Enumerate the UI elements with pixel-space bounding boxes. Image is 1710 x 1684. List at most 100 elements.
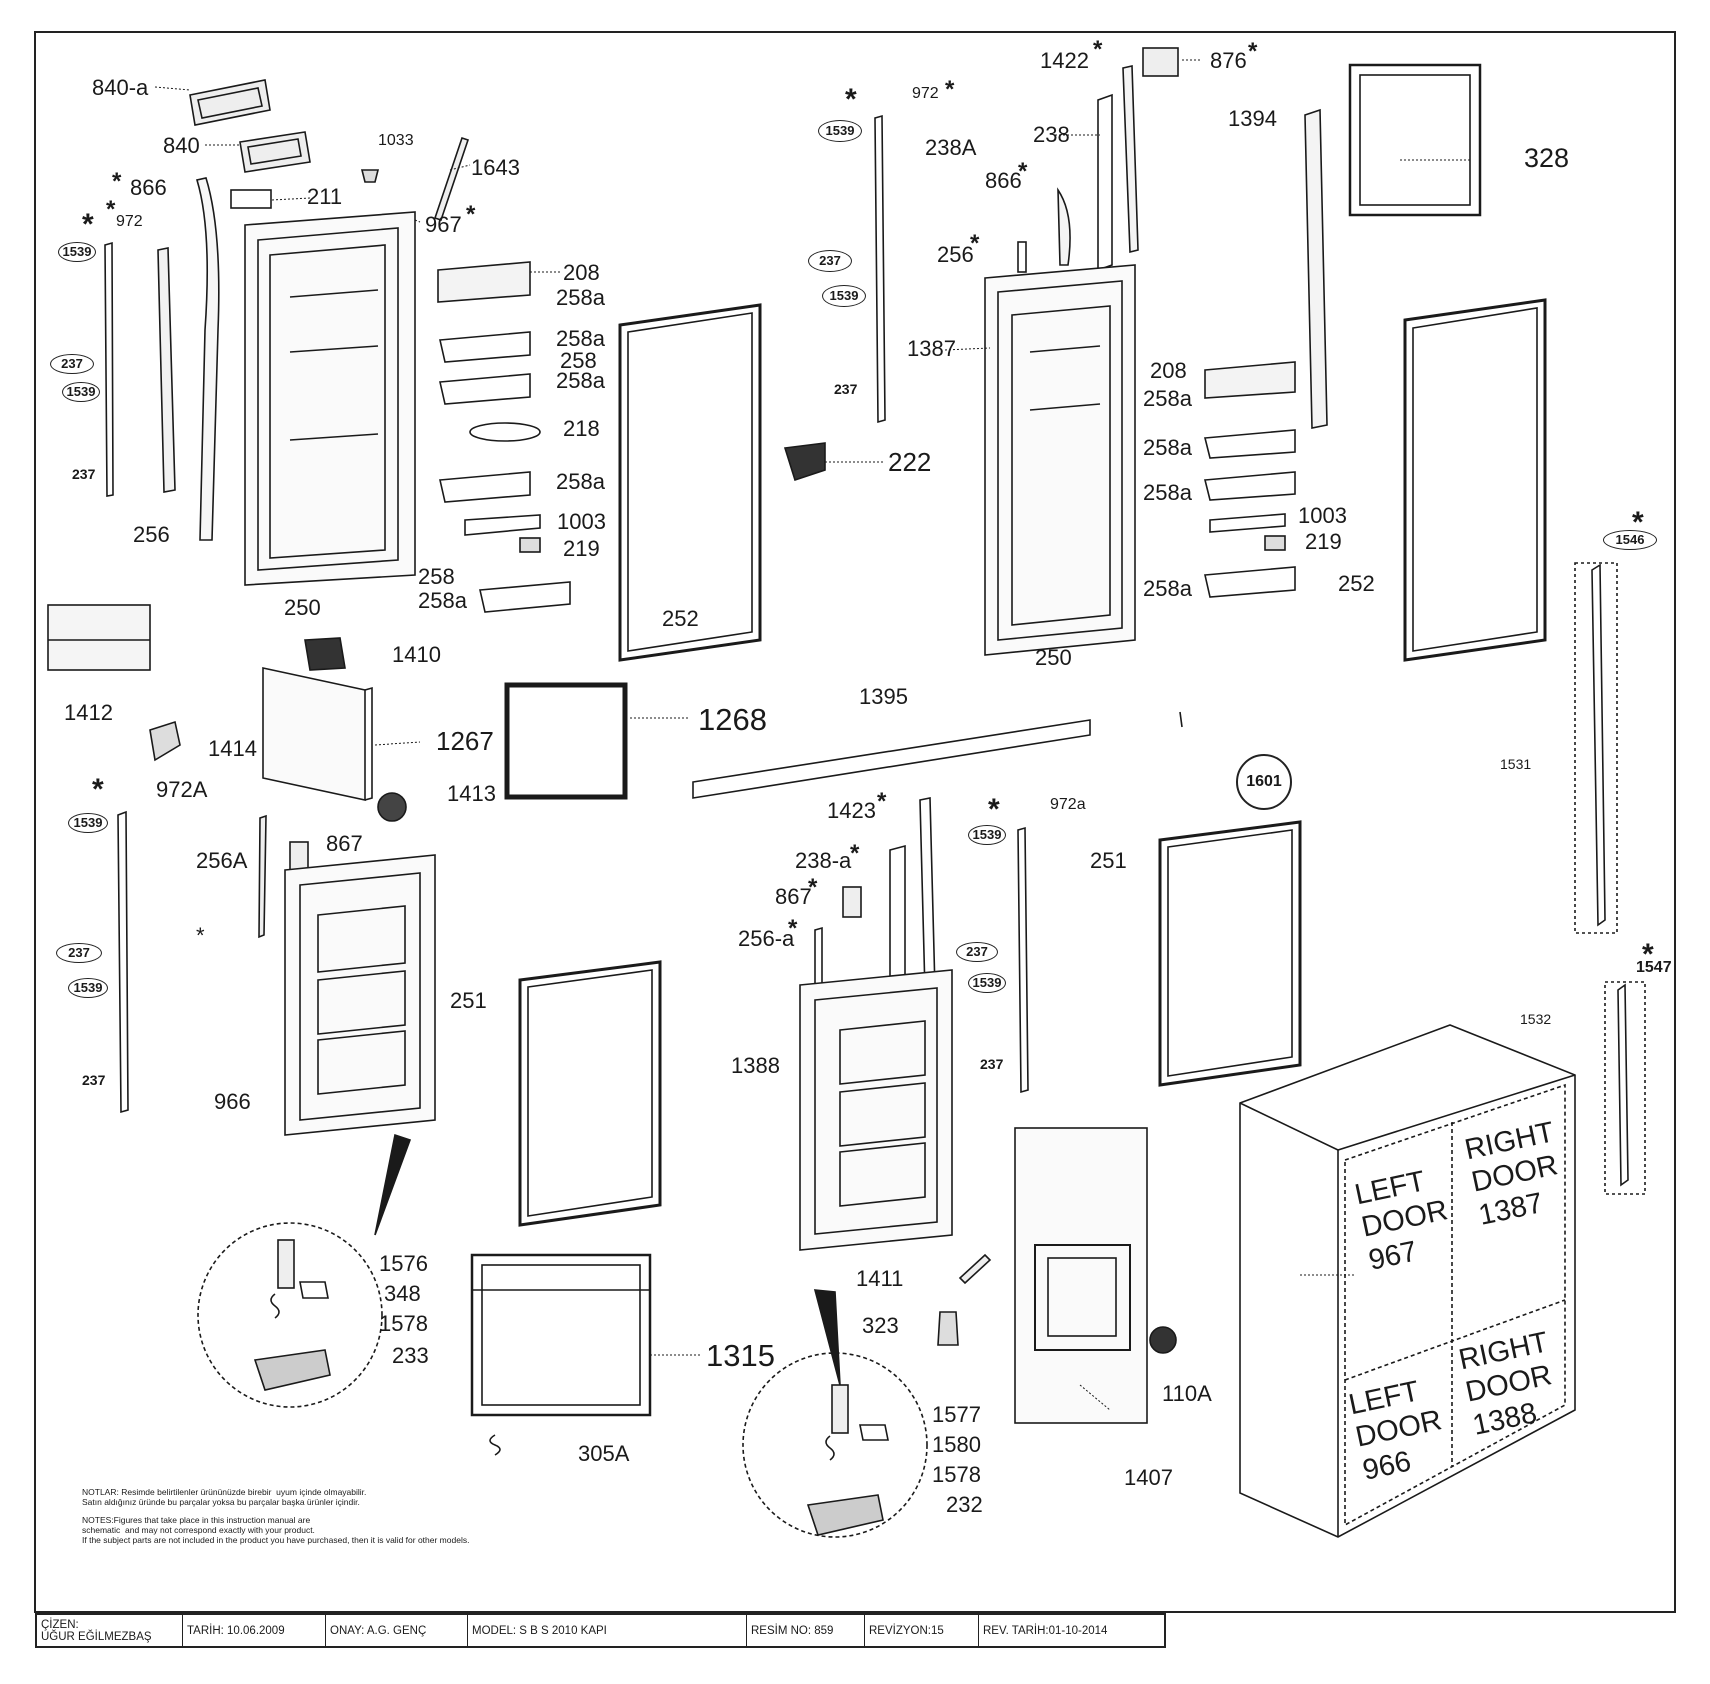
tray-1315 xyxy=(470,1253,652,1417)
callout-258a: 258a xyxy=(1143,576,1192,601)
model: MODEL: S B S 2010 KAPI xyxy=(468,1615,747,1646)
callout-1539: 1539 xyxy=(822,285,866,307)
callout-1532: 1532 xyxy=(1520,1011,1552,1027)
strip-972 xyxy=(104,241,114,497)
callout-256-a: 256-a xyxy=(738,926,795,951)
hinge-detail-left xyxy=(197,1133,412,1408)
trim-1643 xyxy=(433,136,470,222)
callout-1546: 1546 xyxy=(1603,530,1657,550)
approved: ONAY: A.G. GENÇ xyxy=(326,1615,468,1646)
callout-1422: 1422 xyxy=(1040,48,1089,73)
gasket-251-left xyxy=(518,960,662,1227)
part-323 xyxy=(937,1311,959,1346)
asterisk: * xyxy=(1093,36,1103,63)
door-1387 xyxy=(984,264,1136,656)
asterisk: * xyxy=(92,773,104,806)
drawing-no: RESİM NO: 859 xyxy=(747,1615,865,1646)
callout-218: 218 xyxy=(563,416,600,441)
callout-251: 251 xyxy=(450,988,487,1013)
callout-972: 972 xyxy=(912,85,939,102)
notes-turkish: NOTLAR: Resimde belirtilenler ürününüzde… xyxy=(82,1487,367,1507)
bins-left xyxy=(437,261,571,613)
asterisk: * xyxy=(1642,938,1654,971)
hinge-1531 xyxy=(1574,562,1618,934)
strip-1423 xyxy=(919,797,936,993)
cover-840a xyxy=(189,79,271,126)
callout-840-a: 840-a xyxy=(92,75,149,100)
callout-1033: 1033 xyxy=(378,132,414,149)
callout-1578: 1578 xyxy=(379,1311,428,1336)
callout-1578: 1578 xyxy=(932,1462,981,1487)
callout-256A: 256A xyxy=(196,848,248,873)
callout-1539: 1539 xyxy=(68,813,108,833)
callout-208: 208 xyxy=(563,260,600,285)
asterisk: * xyxy=(196,923,205,948)
box-1412 xyxy=(47,604,151,671)
strip-866 xyxy=(195,177,220,541)
strip-1394 xyxy=(1304,108,1328,429)
part-110A xyxy=(1149,1326,1177,1354)
callout-258: 258 xyxy=(418,564,455,589)
asterisk: * xyxy=(1632,506,1644,539)
callout-348: 348 xyxy=(384,1281,421,1306)
callout-258a: 258a xyxy=(556,326,605,351)
screw-1601 xyxy=(1179,711,1183,728)
callout-1395: 1395 xyxy=(859,684,908,709)
tray-328 xyxy=(1348,63,1482,217)
strip-972a-right xyxy=(1017,826,1029,1094)
callout-1539: 1539 xyxy=(62,382,100,402)
asterisk: * xyxy=(112,168,122,195)
fastener-237: 237 xyxy=(834,381,858,397)
cap-1033 xyxy=(360,169,380,183)
hinge-detail-right xyxy=(742,1289,928,1538)
callout-1411: 1411 xyxy=(856,1266,904,1291)
strip-866-right xyxy=(1057,187,1071,266)
callout-232: 232 xyxy=(946,1492,983,1517)
part-1411 xyxy=(958,1253,992,1285)
bracket-867-left xyxy=(289,841,309,871)
asterisk: * xyxy=(106,196,116,223)
callout-237: 237 xyxy=(50,354,94,374)
callout-972A: 972A xyxy=(156,777,208,802)
asterisk: * xyxy=(1018,158,1028,185)
callout-1580: 1580 xyxy=(932,1432,981,1457)
callout-1394: 1394 xyxy=(1228,106,1277,131)
strip-238 xyxy=(1097,93,1113,272)
callout-208: 208 xyxy=(1150,358,1187,383)
gasket-251-right xyxy=(1158,820,1302,1087)
strip-1422 xyxy=(1122,65,1139,254)
callout-1315: 1315 xyxy=(706,1338,775,1373)
asterisk: * xyxy=(845,83,857,116)
callout-1539: 1539 xyxy=(968,973,1006,993)
callout-966: 966 xyxy=(214,1089,251,1114)
asterisk: * xyxy=(466,201,476,228)
callout-1413: 1413 xyxy=(447,781,496,806)
callout-258a: 258a xyxy=(556,469,605,494)
asterisk: * xyxy=(877,788,887,815)
cap-876 xyxy=(1142,47,1179,77)
notes-english: NOTES:Figures that take place in this in… xyxy=(82,1515,470,1545)
callout-237: 237 xyxy=(808,250,852,272)
callout-1410: 1410 xyxy=(392,642,441,667)
cover-840 xyxy=(239,131,311,173)
asterisk: * xyxy=(788,915,798,942)
callout-222: 222 xyxy=(888,447,932,477)
asterisk: * xyxy=(1248,38,1258,65)
callout-1577: 1577 xyxy=(932,1402,981,1427)
title-block: ÇİZEN: UĞUR EĞİLMEZBAŞ TARİH: 10.06.2009… xyxy=(35,1613,1166,1648)
revision: REVİZYON:15 xyxy=(865,1615,979,1646)
callout-237: 237 xyxy=(956,942,998,962)
callout-866: 866 xyxy=(985,168,1022,193)
drawn-by: ÇİZEN: UĞUR EĞİLMEZBAŞ xyxy=(37,1615,183,1646)
callout-1576: 1576 xyxy=(379,1251,428,1276)
label-211 xyxy=(230,189,272,209)
asterisk: * xyxy=(945,76,955,103)
callout-258a: 258a xyxy=(1143,435,1192,460)
door-967 xyxy=(244,211,416,586)
callout-972: 972 xyxy=(116,213,143,230)
callout-866: 866 xyxy=(130,175,167,200)
callout-250: 250 xyxy=(1035,645,1072,670)
callout-840: 840 xyxy=(163,133,200,158)
callout-238: 238 xyxy=(1033,122,1070,147)
gasket-252-left xyxy=(618,303,762,662)
